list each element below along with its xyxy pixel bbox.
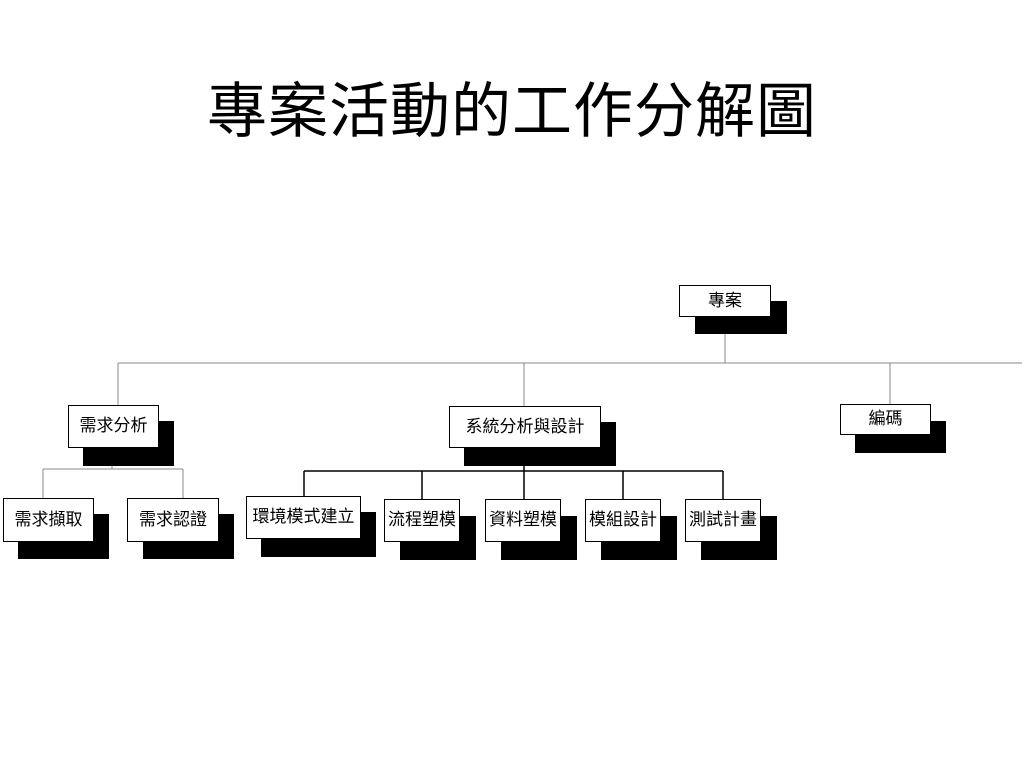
node-box: 需求分析 (68, 405, 159, 448)
node-label: 編碼 (868, 409, 903, 429)
node-box: 資料塑模 (485, 499, 561, 542)
node-box: 環境模式建立 (246, 496, 361, 539)
node-box: 專案 (679, 285, 771, 317)
node-box: 模組設計 (585, 499, 661, 542)
node-requirements-validation: 需求認證 (127, 498, 234, 559)
page-title: 專案活動的工作分解圖 (207, 77, 817, 148)
node-module-design: 模組設計 (585, 499, 677, 560)
node-data-modeling: 資料塑模 (485, 499, 577, 560)
node-test-plan: 測試計畫 (685, 499, 777, 560)
node-label: 流程塑模 (388, 510, 456, 530)
node-environment-modeling: 環境模式建立 (246, 496, 376, 557)
node-label: 專案 (708, 290, 742, 311)
node-box: 需求擷取 (3, 498, 94, 542)
node-project: 專案 (679, 285, 787, 334)
node-box: 流程塑模 (384, 499, 460, 542)
node-requirements-elicitation: 需求擷取 (3, 498, 109, 559)
node-process-modeling: 流程塑模 (384, 499, 476, 560)
node-box: 系統分析與設計 (449, 406, 601, 448)
node-system-analysis-design: 系統分析與設計 (449, 406, 616, 466)
node-label: 測試計畫 (689, 510, 757, 530)
node-box: 編碼 (840, 404, 931, 435)
node-box: 測試計畫 (685, 499, 761, 542)
node-coding: 編碼 (840, 404, 946, 453)
node-label: 需求認證 (139, 509, 207, 530)
node-label: 模組設計 (589, 510, 657, 530)
node-requirements-analysis: 需求分析 (68, 405, 174, 466)
node-label: 環境模式建立 (252, 507, 355, 527)
node-label: 需求擷取 (14, 509, 83, 530)
node-label: 資料塑模 (489, 510, 557, 530)
node-label: 需求分析 (79, 416, 148, 436)
node-box: 需求認證 (127, 498, 219, 542)
node-label: 系統分析與設計 (465, 416, 585, 437)
